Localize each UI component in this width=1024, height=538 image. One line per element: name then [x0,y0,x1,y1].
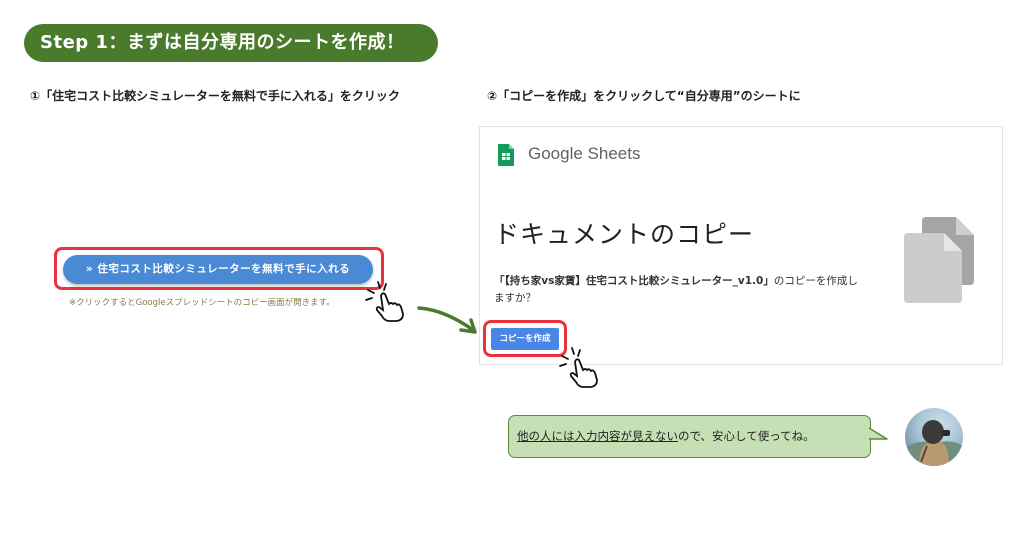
avatar [905,408,963,466]
instruction-step-1: ①「住宅コスト比較シミュレーターを無料で手に入れる」をクリック [30,89,400,103]
instruction-step-2: ②「コピーを作成」をクリックして“自分専用”のシートに [487,89,801,103]
document-copy-icon [904,217,974,303]
speech-emphasis: 他の人には入力内容が見えない [517,429,678,443]
curved-arrow-icon [417,306,477,334]
pointer-hand-icon [365,281,404,322]
cta-highlight-frame [54,247,384,290]
speech-bubble: 他の人には入力内容が見えないので、安心して使ってね。 [508,415,871,458]
document-name: 「【持ち家vs家賃】住宅コスト比較シミュレーター_v1.0」 [494,275,774,287]
step-title-pill: Step 1：まずは自分専用のシートを作成！ [24,24,438,62]
google-sheets-brand: Google Sheets [528,144,641,163]
speech-bubble-tail [869,427,888,440]
dialog-question: のコピーを作成しますか？ [494,275,858,304]
cta-note: ※クリックするとGoogleスプレッドシートのコピー画面が開きます。 [69,298,335,308]
avatar-illustration [905,420,963,466]
pointer-hand-icon [559,347,598,388]
make-copy-button[interactable]: コピーを作成 [491,328,559,350]
get-simulator-button[interactable]: » 住宅コスト比較シミュレーターを無料で手に入れる [63,255,373,284]
dialog-title: ドキュメントのコピー [494,220,755,249]
copy-highlight-frame [483,320,567,357]
google-sheets-logo-icon [498,144,514,166]
dialog-message: 「【持ち家vs家賃】住宅コスト比較シミュレーター_v1.0」のコピーを作成します… [494,273,864,307]
speech-text: ので、安心して使ってね。 [678,429,815,443]
